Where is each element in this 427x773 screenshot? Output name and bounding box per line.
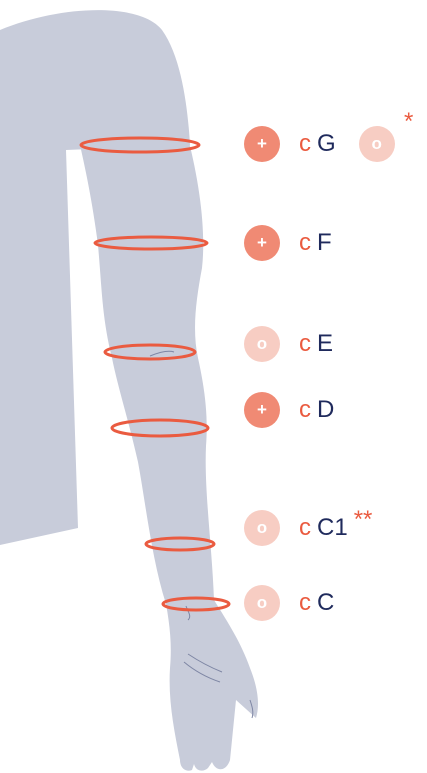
measure-row-g: + c G o [244, 126, 395, 162]
measure-row-e: o c E [244, 326, 333, 362]
badge-o-icon: o [244, 510, 280, 546]
badge-plus-icon: + [244, 392, 280, 428]
footnote-star: * [404, 110, 413, 134]
measure-prefix: c [299, 132, 311, 156]
measure-prefix: c [299, 516, 311, 540]
measure-prefix: c [299, 398, 311, 422]
measure-row-d: + c D [244, 392, 334, 428]
badge-o-icon: o [244, 326, 280, 362]
arm-silhouette [80, 138, 258, 771]
measure-prefix: c [299, 231, 311, 255]
measure-row-c1: o c C1 ** [244, 510, 372, 546]
measure-code: G [317, 132, 336, 156]
badge-o-icon: o [244, 585, 280, 621]
measure-code: D [317, 398, 334, 422]
badge-o-icon: o [359, 126, 395, 162]
measure-code: E [317, 332, 333, 356]
badge-plus-icon: + [244, 126, 280, 162]
measure-prefix: c [299, 591, 311, 615]
badge-plus-icon: + [244, 225, 280, 261]
measure-code: C [317, 591, 334, 615]
measure-code: F [317, 231, 332, 255]
measure-row-c: o c C [244, 585, 334, 621]
footnote-stars: ** [354, 508, 373, 532]
measure-row-f: + c F [244, 225, 332, 261]
measure-prefix: c [299, 332, 311, 356]
measure-code: C1 [317, 516, 348, 540]
